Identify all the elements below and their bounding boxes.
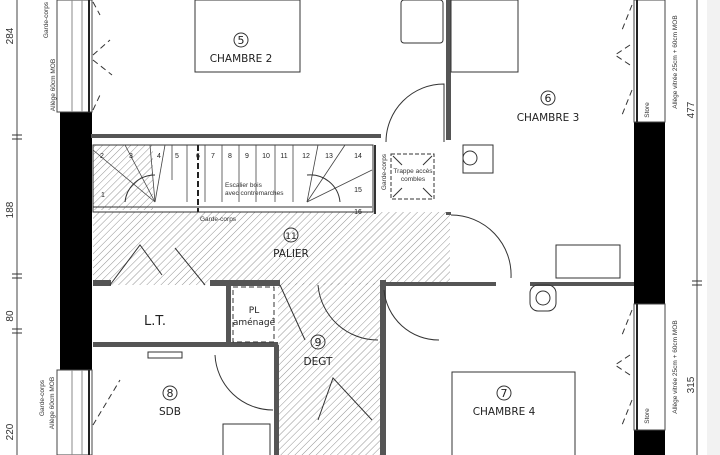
room-number: 9 (315, 336, 322, 349)
room-label: CHAMBRE 3 (517, 112, 580, 124)
stair-guard-label: Garde-corps (200, 216, 237, 223)
window-left-top: Garde-corps Allège 60cm MOB (43, 0, 113, 113)
step-number: 1 (101, 192, 105, 199)
dim-label: 80 (5, 310, 16, 322)
attic-hatch: Trappe accès combles (390, 153, 435, 200)
step-number: 13 (325, 153, 333, 160)
room-number: 11 (285, 232, 296, 242)
room-label: PALIER (273, 248, 309, 260)
window-allege-label: Allège 60cm MOB (50, 59, 57, 111)
step-number: 2 (100, 153, 104, 160)
chair-chambre-3 (462, 144, 494, 174)
step-number: 6 (196, 153, 200, 160)
bed-chambre-2 (194, 0, 301, 73)
dim-label: 477 (686, 101, 697, 118)
page-margin (707, 0, 720, 455)
window-allege-label: Allège vitrée 25cm + 60cm MOB (672, 320, 679, 413)
step-number: 16 (354, 209, 362, 216)
window-store-label: Store (644, 102, 651, 118)
exterior-wall-right (634, 122, 665, 304)
step-number: 5 (175, 153, 179, 160)
stair-guard-side-label: Garde-corps (381, 153, 388, 190)
desk (555, 244, 621, 279)
room-chambre-2: 5 CHAMBRE 2 (210, 32, 273, 65)
degt-floor (278, 283, 380, 455)
stair-step-numbers: 1 2 3 4 5 6 7 8 9 10 11 12 13 14 15 16 (100, 153, 362, 216)
window-left-bottom: Garde-corps Allège 60cm MOB (39, 369, 121, 455)
step-number: 12 (302, 153, 310, 160)
interior-walls (91, 0, 634, 455)
attic-hatch-label: combles (401, 176, 426, 183)
washbasin (222, 423, 271, 455)
palier-floor (93, 212, 450, 285)
room-label: SDB (159, 406, 181, 418)
room-number: 5 (238, 34, 245, 47)
furniture (147, 0, 621, 455)
step-number: 15 (354, 187, 362, 194)
window-store-label: Store (644, 408, 651, 424)
room-label: CHAMBRE 4 (473, 406, 536, 418)
staircase: 1 2 3 4 5 6 7 8 9 10 11 12 13 14 15 16 E… (92, 144, 388, 223)
step-number: 11 (280, 153, 287, 160)
window-right-top: Store Allège vitrée 25cm + 60cm MOB (614, 0, 679, 123)
dim-label: 220 (5, 423, 16, 440)
window-right-bottom: Store Allège vitrée 25cm + 60cm MOB (614, 303, 679, 431)
window-guard-label: Garde-corps (43, 1, 50, 38)
step-number: 9 (245, 153, 249, 160)
step-number: 10 (262, 153, 270, 160)
bed-chambre-4 (451, 371, 576, 455)
exterior-wall-right-bottom (634, 430, 665, 455)
stair-note: Escalier bois (225, 182, 263, 189)
room-chambre-3: 6 CHAMBRE 3 (517, 90, 580, 124)
step-number: 8 (228, 153, 232, 160)
dim-label: 315 (686, 376, 697, 393)
room-label: PL (249, 306, 259, 316)
room-label: CHAMBRE 2 (210, 53, 273, 65)
chair-chambre-4 (529, 284, 557, 312)
room-palier: 11 PALIER (273, 227, 309, 260)
sink-unit (400, 0, 444, 44)
room-number: 6 (545, 92, 552, 105)
room-sdb: 8 SDB (159, 385, 181, 418)
bathroom-vent (147, 351, 183, 359)
attic-hatch-label: Trappe accès (393, 168, 433, 175)
room-chambre-4: 7 CHAMBRE 4 (473, 385, 536, 418)
right-dimension-line: 477 315 (686, 0, 702, 455)
dim-label: 284 (5, 27, 16, 44)
bed-chambre-3 (450, 0, 519, 73)
window-allege-label: Allège 60cm MOB (49, 377, 56, 429)
room-label: aménagé (233, 317, 276, 328)
dim-label: 188 (5, 201, 16, 218)
window-allege-label: Allège vitrée 25cm + 60cm MOB (672, 15, 679, 108)
step-number: 4 (157, 153, 161, 160)
room-number: 8 (167, 387, 174, 400)
room-degt: 9 DEGT (304, 334, 333, 368)
window-guard-label: Garde-corps (39, 379, 46, 416)
room-lt: L.T. (144, 314, 166, 329)
room-number: 7 (501, 387, 508, 400)
room-label: L.T. (144, 314, 166, 329)
room-pl: PL aménagé (232, 286, 276, 343)
step-number: 7 (211, 153, 215, 160)
doors (109, 83, 512, 421)
step-number: 14 (354, 153, 362, 160)
exterior-wall-left (60, 112, 92, 370)
left-dimension-line: 284 188 80 220 (5, 0, 22, 455)
stair-note: avec contremarches (225, 190, 284, 197)
room-label: DEGT (304, 356, 333, 368)
step-number: 3 (129, 153, 133, 160)
